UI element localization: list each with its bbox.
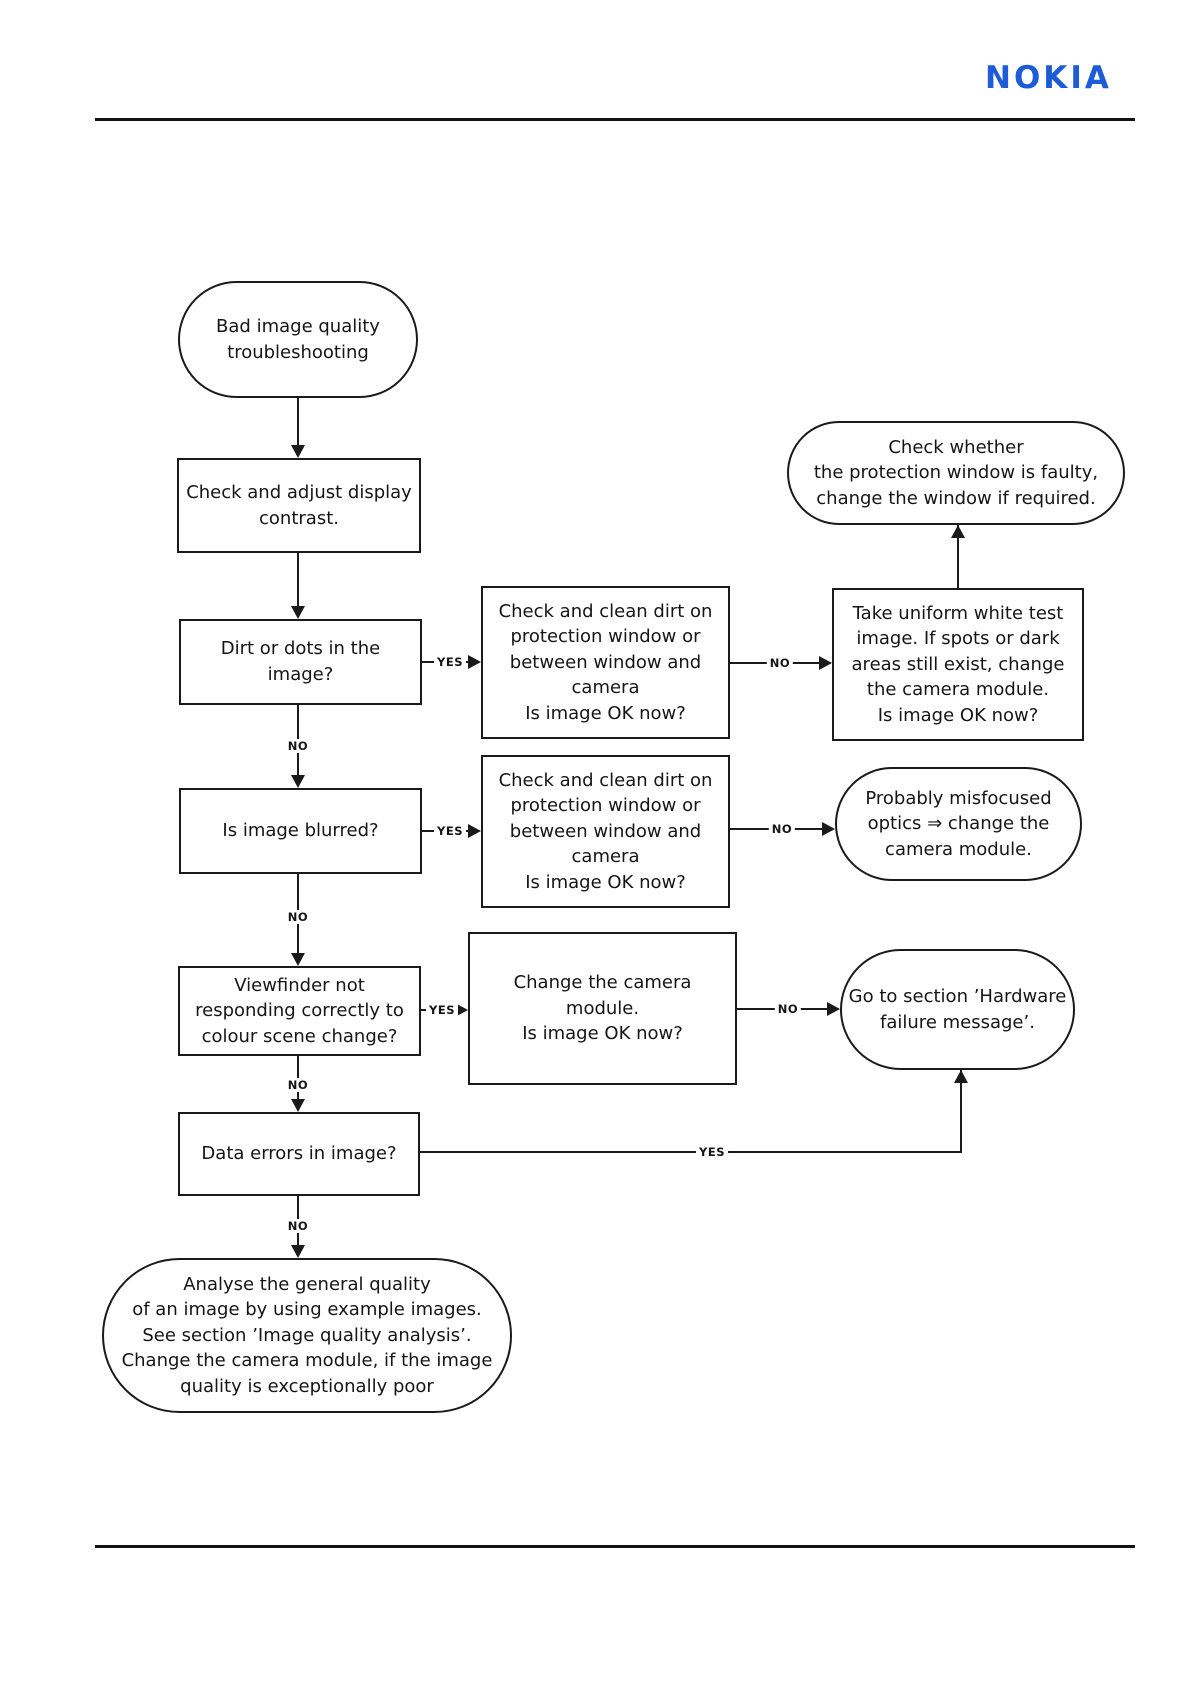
- node-hardware-failure: Go to section ’Hardware failure message’…: [840, 949, 1075, 1070]
- connector-viewfinder-dataerrors-no: [297, 1056, 299, 1099]
- arrowhead-down-icon: [291, 1099, 305, 1112]
- edge-label-no: NO: [284, 910, 312, 924]
- edge-label-yes: YES: [434, 824, 466, 838]
- arrowhead-down-icon: [291, 445, 305, 458]
- arrowhead-up-icon: [954, 1070, 968, 1083]
- nokia-logo: NOKIA: [985, 60, 1112, 96]
- node-data-errors: Data errors in image?: [178, 1112, 420, 1196]
- arrowhead-right-icon: [822, 822, 835, 836]
- edge-label-no: NO: [284, 739, 312, 753]
- node-protection-window: Check whether the protection window is f…: [787, 421, 1125, 525]
- arrowhead-right-icon: [827, 1002, 840, 1016]
- node-clean-dirt-1: Check and clean dirt on protection windo…: [481, 586, 730, 739]
- node-misfocused-optics: Probably misfocused optics ⇒ change the …: [835, 767, 1082, 881]
- connector-contrast-dirt: [297, 553, 299, 606]
- footer-rule: [95, 1545, 1135, 1548]
- arrowhead-right-icon: [468, 824, 481, 838]
- header-rule: [95, 118, 1135, 121]
- edge-label-yes: YES: [434, 655, 466, 669]
- edge-label-no: NO: [284, 1078, 312, 1092]
- edge-label-no: NO: [768, 822, 796, 836]
- edge-label-yes: YES: [696, 1145, 728, 1159]
- arrowhead-down-icon: [291, 953, 305, 966]
- node-clean-dirt-2: Check and clean dirt on protection windo…: [481, 755, 730, 908]
- edge-label-no: NO: [766, 656, 794, 670]
- connector-dataerrors-hardware-yes-vertical: [960, 1070, 962, 1153]
- connector-start-contrast: [297, 398, 299, 445]
- node-adjust-contrast: Check and adjust display contrast.: [177, 458, 421, 553]
- node-change-camera-module: Change the camera module. Is image OK no…: [468, 932, 737, 1085]
- node-image-blurred: Is image blurred?: [179, 788, 422, 874]
- edge-label-no: NO: [284, 1219, 312, 1233]
- arrowhead-down-icon: [291, 775, 305, 788]
- arrowhead-right-icon: [455, 1003, 468, 1017]
- connector-dataerrors-hardware-yes-horizontal: [420, 1151, 962, 1153]
- arrowhead-up-icon: [951, 525, 965, 538]
- connector-whitetest-protection: [957, 525, 959, 588]
- node-start: Bad image quality troubleshooting: [178, 281, 418, 398]
- node-dirt-or-dots: Dirt or dots in the image?: [179, 619, 422, 705]
- arrowhead-right-icon: [468, 655, 481, 669]
- edge-label-no: NO: [774, 1002, 802, 1016]
- node-white-test-image: Take uniform white test image. If spots …: [832, 588, 1084, 741]
- arrowhead-down-icon: [291, 1245, 305, 1258]
- node-viewfinder: Viewfinder not responding correctly to c…: [178, 966, 421, 1056]
- node-analyse-quality: Analyse the general quality of an image …: [102, 1258, 512, 1413]
- edge-label-yes: YES: [426, 1003, 458, 1017]
- arrowhead-right-icon: [819, 656, 832, 670]
- arrowhead-down-icon: [291, 606, 305, 619]
